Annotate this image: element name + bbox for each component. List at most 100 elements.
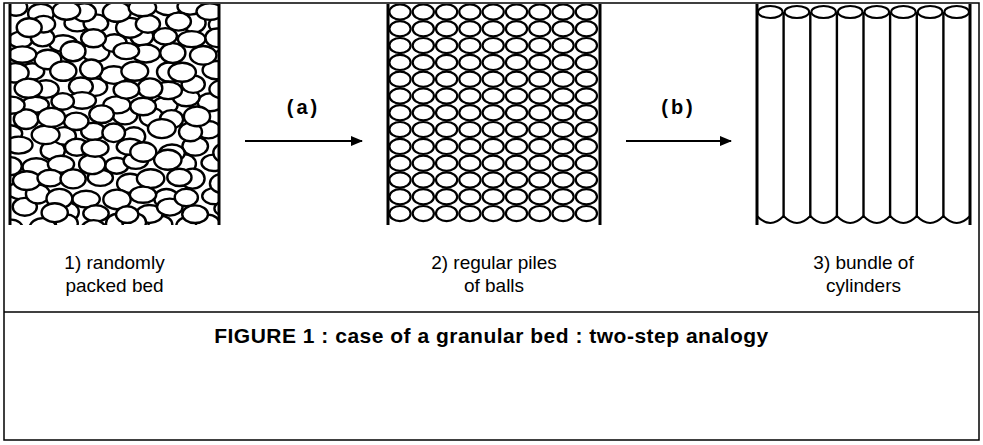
- ball: [436, 206, 457, 221]
- grain: [205, 29, 218, 48]
- grain: [116, 206, 138, 223]
- ball: [576, 156, 597, 171]
- ball: [576, 206, 597, 221]
- ball: [553, 156, 574, 171]
- cylinder-bottom: [943, 216, 970, 223]
- ball: [553, 55, 574, 70]
- ball: [553, 21, 574, 36]
- ball: [436, 4, 457, 19]
- grain: [214, 200, 218, 216]
- random-bed: [11, 4, 218, 225]
- grain: [130, 98, 156, 116]
- ball: [576, 139, 597, 154]
- cylinder-top: [944, 6, 969, 18]
- ball: [483, 156, 504, 171]
- cylinder-bottom: [837, 216, 864, 223]
- cylinder-top: [785, 6, 810, 18]
- caption-divider: [4, 311, 979, 313]
- ball: [389, 55, 410, 70]
- ball: [506, 55, 527, 70]
- ball: [459, 206, 480, 221]
- cylinder-bottom: [810, 216, 837, 223]
- ball: [483, 105, 504, 120]
- ball: [389, 189, 410, 204]
- ball: [506, 4, 527, 19]
- ball: [576, 88, 597, 103]
- grain: [11, 46, 36, 62]
- cylinder-bottom: [890, 216, 917, 223]
- ball: [506, 21, 527, 36]
- grain: [61, 41, 86, 61]
- ball: [506, 189, 527, 204]
- cylinder-top: [838, 6, 863, 18]
- grain: [89, 105, 114, 123]
- ball: [529, 122, 550, 137]
- ball: [483, 122, 504, 137]
- cylinder-wall: [836, 12, 838, 218]
- ball: [553, 206, 574, 221]
- ball: [459, 172, 480, 187]
- grain: [11, 97, 25, 114]
- ball: [483, 206, 504, 221]
- ball: [529, 139, 550, 154]
- cylinder-top: [758, 6, 783, 18]
- ball: [436, 122, 457, 137]
- ball: [506, 105, 527, 120]
- ball: [506, 156, 527, 171]
- panel-caption: 3) bundle of cylinders: [796, 251, 931, 297]
- ball: [389, 172, 410, 187]
- grain: [184, 107, 210, 127]
- ball: [506, 206, 527, 221]
- grain: [82, 220, 106, 225]
- grain: [129, 4, 156, 16]
- ball: [436, 105, 457, 120]
- ball: [436, 156, 457, 171]
- ball: [529, 172, 550, 187]
- grain: [64, 113, 89, 130]
- ball: [483, 139, 504, 154]
- grain: [11, 137, 32, 154]
- ball: [389, 206, 410, 221]
- ball: [436, 21, 457, 36]
- ball: [529, 88, 550, 103]
- grain: [11, 220, 23, 225]
- ball: [459, 122, 480, 137]
- cylinder-bottom: [864, 216, 891, 223]
- ball: [413, 105, 434, 120]
- ball: [483, 88, 504, 103]
- ball: [459, 21, 480, 36]
- ball: [389, 72, 410, 87]
- ball: [436, 55, 457, 70]
- grain: [38, 170, 63, 187]
- bed-panel: 3) bundle of cylinders: [755, 4, 972, 225]
- grain: [80, 60, 102, 79]
- ball: [506, 88, 527, 103]
- ball: [413, 172, 434, 187]
- container-wall: [218, 4, 221, 225]
- ball: [553, 122, 574, 137]
- grain: [197, 4, 219, 20]
- grain: [169, 63, 196, 82]
- ball: [459, 72, 480, 87]
- ball: [483, 21, 504, 36]
- ball: [506, 72, 527, 87]
- ball: [436, 139, 457, 154]
- grain: [121, 62, 148, 81]
- grain: [114, 43, 140, 59]
- ball: [389, 139, 410, 154]
- ball: [389, 88, 410, 103]
- cylinder-wall: [862, 12, 864, 218]
- grain: [178, 31, 206, 47]
- grain: [38, 108, 65, 127]
- ball: [413, 122, 434, 137]
- grain: [53, 4, 80, 20]
- step-arrow: [245, 140, 362, 142]
- cylinder-top: [865, 6, 890, 18]
- grain: [148, 119, 176, 138]
- ball: [413, 21, 434, 36]
- cylinder-bottom: [917, 216, 944, 223]
- grain: [160, 43, 185, 63]
